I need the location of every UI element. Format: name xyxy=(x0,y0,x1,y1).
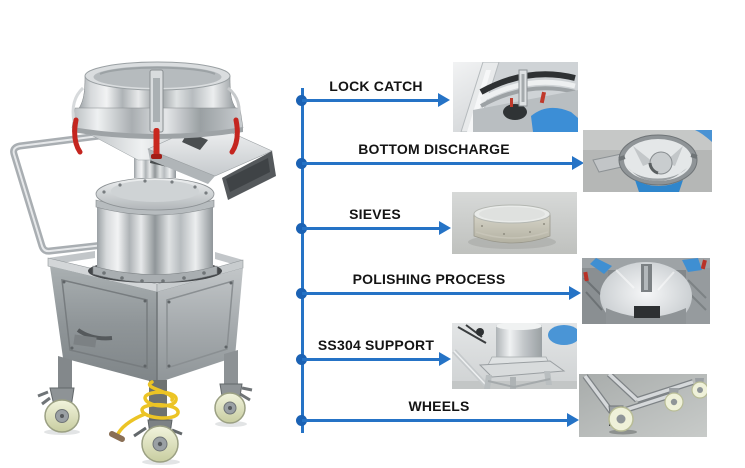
label-lock-catch: LOCK CATCH xyxy=(329,78,423,94)
connector-arrow-bottom-discharge xyxy=(302,162,573,165)
connector-arrow-polishing xyxy=(302,292,570,295)
arrowhead-icon xyxy=(569,286,581,300)
junction-dot xyxy=(296,95,307,106)
arrowhead-icon xyxy=(567,413,579,427)
power-cable xyxy=(109,380,180,442)
junction-dot xyxy=(296,288,307,299)
connector-arrow-support xyxy=(302,358,440,361)
sieve-bowl xyxy=(71,61,244,139)
arrowhead-icon xyxy=(572,156,584,170)
arrowhead-icon xyxy=(438,93,450,107)
label-sieves: SIEVES xyxy=(349,206,401,222)
lock-catch-photo xyxy=(453,62,578,132)
label-polishing-process: POLISHING PROCESS xyxy=(352,271,506,287)
arrowhead-icon xyxy=(439,221,451,235)
sieves-photo xyxy=(452,192,577,254)
caster-wheel-front xyxy=(133,419,183,465)
caster-wheel-right xyxy=(214,383,253,427)
junction-dot xyxy=(296,223,307,234)
label-wheels: WHEELS xyxy=(408,398,470,414)
junction-dot xyxy=(296,158,307,169)
ss304-support-photo xyxy=(452,323,577,389)
polishing-process-photo xyxy=(582,258,710,324)
label-ss304-support: SS304 SUPPORT xyxy=(317,337,435,353)
connector-arrow-wheels xyxy=(302,419,568,422)
arrowhead-icon xyxy=(439,352,451,366)
label-bottom-discharge: BOTTOM DISCHARGE xyxy=(358,141,510,157)
machine-photo xyxy=(10,61,276,465)
wheels-photo xyxy=(579,374,707,437)
flow-spine-line xyxy=(301,88,304,433)
lock-clamps xyxy=(71,69,241,159)
push-handle xyxy=(10,132,134,255)
connector-arrow-lock-catch xyxy=(302,99,439,102)
bottom-discharge-photo xyxy=(583,130,712,192)
junction-dot xyxy=(296,354,307,365)
connector-arrow-sieves xyxy=(302,227,440,230)
caster-wheel-left xyxy=(37,387,80,435)
drum-base xyxy=(92,177,218,283)
junction-dot xyxy=(296,415,307,426)
